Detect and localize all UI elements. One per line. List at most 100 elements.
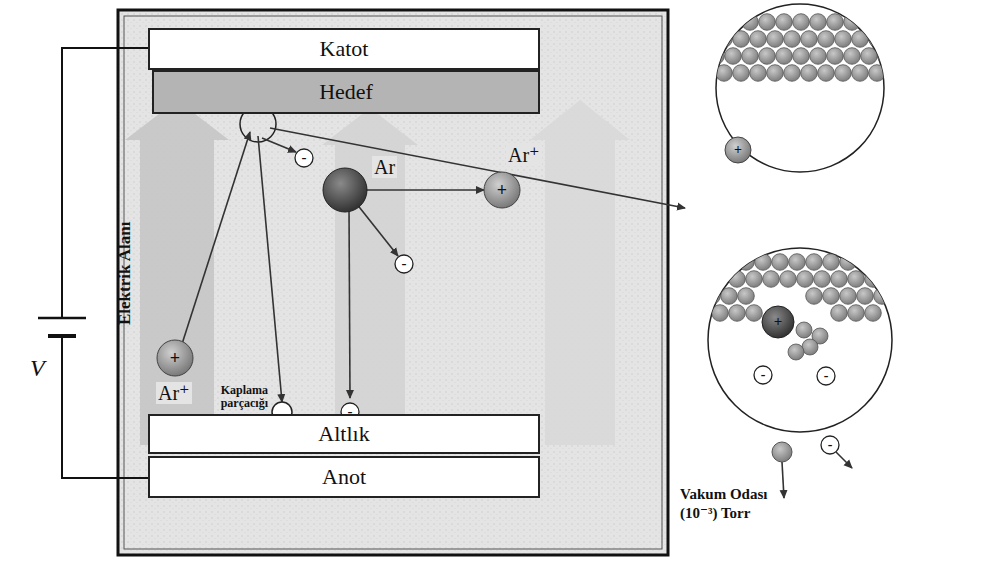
electron-sign: - <box>402 256 407 271</box>
lattice-atom <box>738 288 755 305</box>
lattice-atom <box>729 305 746 322</box>
lattice-atom <box>835 31 852 48</box>
lattice-atom <box>818 31 835 48</box>
lattice-atom <box>831 305 848 322</box>
plate-label: Altlık <box>318 421 369 447</box>
lattice-atom <box>818 65 835 82</box>
lattice-atom <box>784 65 801 82</box>
lattice-atom <box>861 48 878 65</box>
lattice-atom <box>852 31 869 48</box>
electron-sign: - <box>828 438 833 452</box>
lattice-atom <box>721 288 738 305</box>
lattice-atom <box>848 271 865 288</box>
lattice-atom <box>776 48 793 65</box>
field-label: Elektrik Alanı <box>116 222 135 325</box>
lattice-atom <box>878 14 895 31</box>
lattice-atom <box>746 271 763 288</box>
lattice-atom <box>746 305 763 322</box>
lattice-atom <box>810 48 827 65</box>
lattice-atom <box>823 254 840 271</box>
lattice-atom <box>869 31 886 48</box>
lattice-atom <box>848 305 865 322</box>
lattice-atom <box>708 14 725 31</box>
lattice-atom <box>840 288 857 305</box>
lattice-atom <box>806 288 823 305</box>
substrate-plate: Altlık <box>148 414 540 454</box>
lattice-atom <box>755 254 772 271</box>
lattice-atom <box>712 305 729 322</box>
pressure-label: (10⁻³) Torr <box>680 505 750 522</box>
vacuum-chamber <box>118 10 668 555</box>
cathode-plate: Katot <box>148 28 540 70</box>
lattice-atom <box>704 288 721 305</box>
lattice-atom <box>878 48 895 65</box>
lattice-atom <box>874 288 891 305</box>
lattice-atom <box>729 271 746 288</box>
charge-sign: + <box>497 181 507 199</box>
lattice-atom <box>776 14 793 31</box>
lattice-atom <box>789 254 806 271</box>
lattice-atom <box>712 271 729 288</box>
electron-sign: - <box>302 150 307 165</box>
lattice-atom <box>763 271 780 288</box>
loose-atom <box>796 322 812 338</box>
lattice-atom <box>716 65 733 82</box>
lattice-atom <box>704 254 721 271</box>
ion-label: Ar⁺ <box>506 144 542 166</box>
coating-particle-label: Kaplama parçacığı <box>182 384 268 410</box>
lattice-atom <box>844 14 861 31</box>
lattice-atom <box>733 31 750 48</box>
charge-sign: + <box>774 314 783 329</box>
lattice-atom <box>725 14 742 31</box>
lattice-atom <box>733 65 750 82</box>
lattice-atom <box>797 271 814 288</box>
electron-sign: - <box>348 404 353 419</box>
lattice-atom <box>874 254 891 271</box>
loose-atom <box>802 339 818 355</box>
lattice-atom <box>767 31 784 48</box>
charge-sign: + <box>734 143 742 157</box>
lattice-atom <box>844 48 861 65</box>
lattice-atom <box>793 14 810 31</box>
lattice-atom <box>780 271 797 288</box>
atom-label: Ar <box>372 156 397 178</box>
lattice-atom <box>742 14 759 31</box>
lattice-atom <box>810 14 827 31</box>
lattice-atom <box>831 271 848 288</box>
ion-label: Ar⁺ <box>156 382 192 404</box>
lattice-atom <box>738 254 755 271</box>
lattice-atom <box>759 48 776 65</box>
lattice-atom <box>865 271 882 288</box>
electron-sign: - <box>761 368 766 382</box>
field-arrows <box>125 100 630 445</box>
lattice-atom <box>840 254 857 271</box>
lattice-atom <box>742 48 759 65</box>
lattice-atom <box>827 14 844 31</box>
lattice-atom <box>823 288 840 305</box>
lattice-atom <box>861 14 878 31</box>
lattice-atom <box>857 254 874 271</box>
lattice-atom <box>814 271 831 288</box>
electron-sign: - <box>824 369 829 383</box>
power-supply <box>38 48 148 478</box>
lattice-atom <box>708 48 725 65</box>
lattice-atom <box>721 254 738 271</box>
lattice-atom <box>750 31 767 48</box>
lattice-atom <box>865 305 882 322</box>
lattice-atom <box>806 254 823 271</box>
lattice-atom <box>793 48 810 65</box>
plate-label: Katot <box>320 36 369 62</box>
lattice-atom <box>801 31 818 48</box>
anode-plate: Anot <box>148 456 540 498</box>
lattice-atom <box>869 65 886 82</box>
plate-label: Anot <box>322 464 366 490</box>
plate-label: Hedef <box>319 79 373 105</box>
lattice-atom <box>759 14 776 31</box>
loose-atom <box>788 344 804 360</box>
charge-sign: + <box>170 349 180 367</box>
lattice-atom <box>835 65 852 82</box>
lattice-atom <box>801 65 818 82</box>
lattice-atom <box>725 48 742 65</box>
lattice-atom <box>857 288 874 305</box>
